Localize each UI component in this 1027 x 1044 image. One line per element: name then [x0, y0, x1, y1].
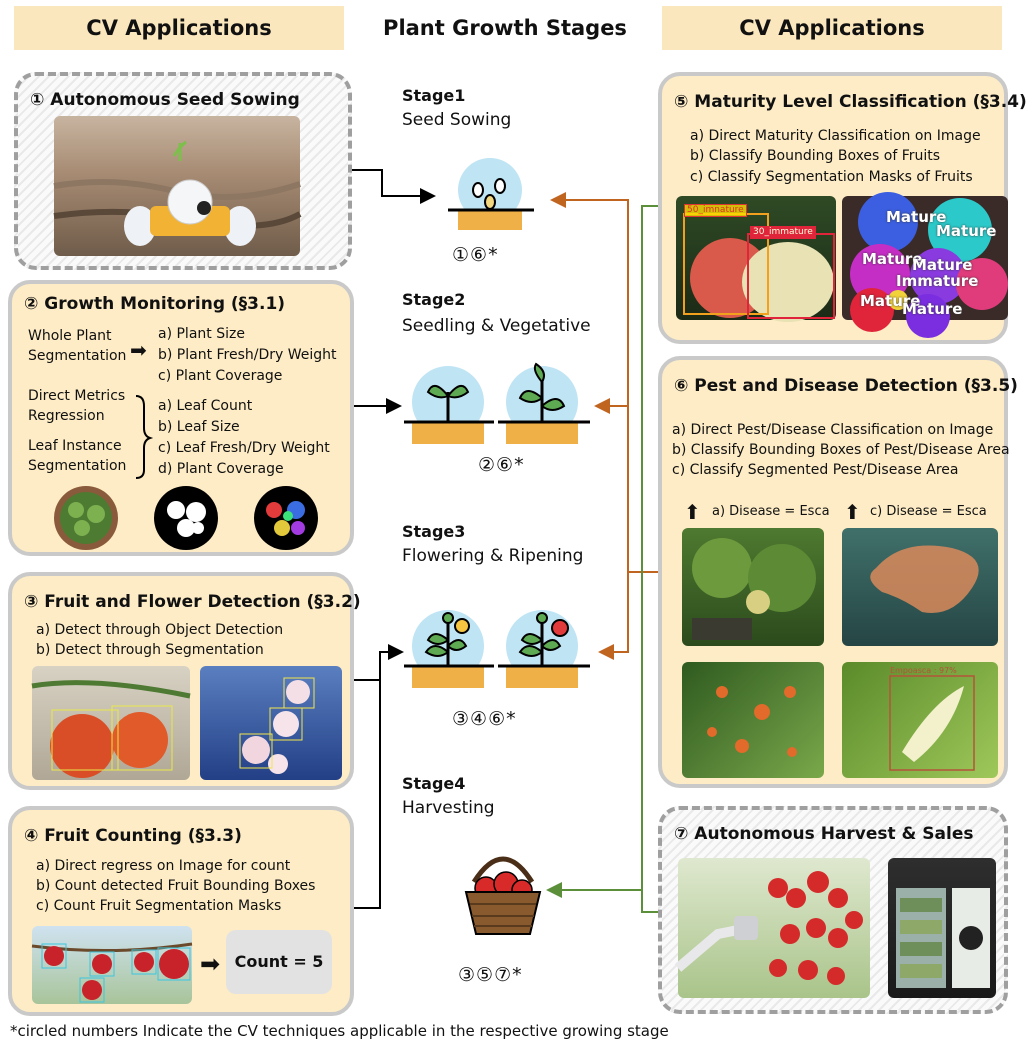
stage3-subtitle: Flowering & Ripening	[402, 546, 584, 566]
mask-label: Mature	[886, 208, 947, 226]
mask-label: Immature	[896, 272, 979, 290]
list-item: a) Plant Size	[158, 326, 245, 342]
list-item: b) Leaf Size	[158, 419, 240, 435]
list-item: a) Direct regress on Image for count	[36, 858, 291, 874]
list-item: a) Leaf Count	[158, 398, 253, 414]
direct-metrics-regression-label: Direct Metrics Regression	[28, 388, 126, 424]
list-item: b) Detect through Segmentation	[36, 642, 264, 658]
panel-fruit-flower-detection: ③ Fruit and Flower Detection (§3.2) a) D…	[8, 572, 361, 790]
list-item: b) Classify Bounding Boxes of Pest/Disea…	[672, 442, 1010, 458]
mask-label: Mature	[936, 222, 997, 240]
right-arrow-icon: ➡	[200, 950, 221, 978]
list-item: a) Direct Pest/Disease Classification on…	[672, 422, 994, 438]
stage2-title: Stage2	[402, 290, 466, 309]
panel-growth-monitoring: ② Growth Monitoring (§3.1) Whole Plant S…	[8, 280, 354, 556]
panel-autonomous-seed-sowing: ① Autonomous Seed Sowing	[14, 72, 352, 270]
leaf-spots-image	[682, 662, 824, 778]
mask-label: Mature	[860, 292, 921, 310]
panel-title: ② Growth Monitoring (§3.1)	[24, 294, 286, 314]
stage1-subtitle: Seed Sowing	[402, 110, 512, 130]
stage4-subtitle: Harvesting	[402, 798, 495, 818]
list-item: c) Classify Segmentation Masks of Fruits	[690, 169, 973, 185]
mask-label: Mature	[912, 256, 973, 274]
stage4-techniques: ③⑤⑦*	[458, 964, 523, 986]
panel-maturity-classification: ⑤ Maturity Level Classification (§3.4) a…	[658, 72, 1027, 344]
bbox-label: 50_imnature	[684, 204, 747, 217]
seed-sowing-stage-icon	[448, 158, 534, 230]
list-item: b) Count detected Fruit Bounding Boxes	[36, 878, 316, 894]
stage2-techniques: ②⑥*	[478, 454, 525, 476]
panel-title: ⑦ Autonomous Harvest & Sales	[674, 824, 974, 844]
brace-icon	[135, 395, 154, 479]
strawberry-bbox-image: 50_imnature 30_immature	[676, 196, 836, 322]
panel-fruit-counting: ④ Fruit Counting (§3.3) a) Direct regres…	[8, 806, 354, 1016]
stage3-techniques: ③④⑥*	[452, 708, 517, 730]
list-item: b) Plant Fresh/Dry Weight	[158, 347, 337, 363]
count-result-box: Count = 5	[226, 930, 332, 994]
footnote: *circled numbers Indicate the CV techniq…	[10, 1022, 669, 1040]
seedling-stage-icons	[404, 362, 590, 444]
harvest-robot-image	[674, 858, 870, 998]
flowering-stage-icons	[404, 610, 590, 688]
list-item: a) Direct Maturity Classification on Ima…	[690, 128, 981, 144]
panel-title: ① Autonomous Seed Sowing	[30, 90, 300, 110]
bbox-label: 30_immature	[750, 226, 816, 239]
tomato-detection-image	[31, 666, 191, 780]
fruit-count-image	[31, 926, 193, 1004]
left-header: CV Applications	[14, 6, 344, 50]
seed-sowing-robot-image	[53, 116, 302, 256]
list-item: c) Classify Segmented Pest/Disease Area	[672, 462, 959, 478]
stage1-title: Stage1	[402, 86, 466, 105]
whole-plant-segmentation-label: Whole Plant Segmentation	[28, 328, 127, 364]
right-arrow-icon: ➡	[130, 338, 147, 362]
list-item: c) Count Fruit Segmentation Masks	[36, 898, 282, 914]
up-arrow-icon: ⬆	[844, 500, 861, 524]
stage1-techniques: ①⑥*	[452, 244, 499, 266]
harvest-basket-icon	[464, 856, 542, 935]
list-item: d) Plant Coverage	[158, 461, 284, 477]
up-arrow-icon: ⬆	[684, 500, 701, 524]
panel-title: ⑤ Maturity Level Classification (§3.4)	[674, 92, 1027, 112]
leaf-instance-segmentation-label: Leaf Instance Segmentation	[28, 438, 127, 474]
flower-detection-image	[200, 666, 342, 780]
center-header: Plant Growth Stages	[383, 16, 627, 40]
stage3-title: Stage3	[402, 522, 466, 541]
leaf-segmentation-images	[54, 486, 318, 550]
list-item: c) Plant Coverage	[158, 368, 283, 384]
disease-segmentation-image	[842, 528, 998, 646]
disease-leaf-image	[682, 528, 824, 646]
mask-label: Mature	[902, 300, 963, 318]
panel-title: ⑥ Pest and Disease Detection (§3.5)	[674, 376, 1018, 396]
list-item: b) Classify Bounding Boxes of Fruits	[690, 148, 941, 164]
list-item: c) Leaf Fresh/Dry Weight	[158, 440, 330, 456]
caption-c: c) Disease = Esca	[870, 504, 987, 519]
panel-title: ④ Fruit Counting (§3.3)	[24, 826, 242, 846]
panel-title: ③ Fruit and Flower Detection (§3.2)	[24, 592, 361, 612]
panel-autonomous-harvest-sales: ⑦ Autonomous Harvest & Sales	[658, 806, 1008, 1014]
strawberry-mask-image: Mature Mature Mature Mature Immature Mat…	[842, 192, 1008, 338]
panel-pest-disease-detection: ⑥ Pest and Disease Detection (§3.5) a) D…	[658, 356, 1018, 788]
mask-label: Mature	[862, 250, 923, 268]
stage4-title: Stage4	[402, 774, 466, 793]
caption-a: a) Disease = Esca	[712, 504, 830, 519]
stage2-subtitle: Seedling & Vegetative	[402, 316, 591, 336]
pest-tag: Empoasca : 97%	[890, 666, 957, 675]
right-header: CV Applications	[662, 6, 1002, 50]
list-item: a) Detect through Object Detection	[36, 622, 284, 638]
vending-machine-image	[888, 858, 996, 998]
pest-detection-image: Empoasca : 97%	[842, 662, 998, 778]
